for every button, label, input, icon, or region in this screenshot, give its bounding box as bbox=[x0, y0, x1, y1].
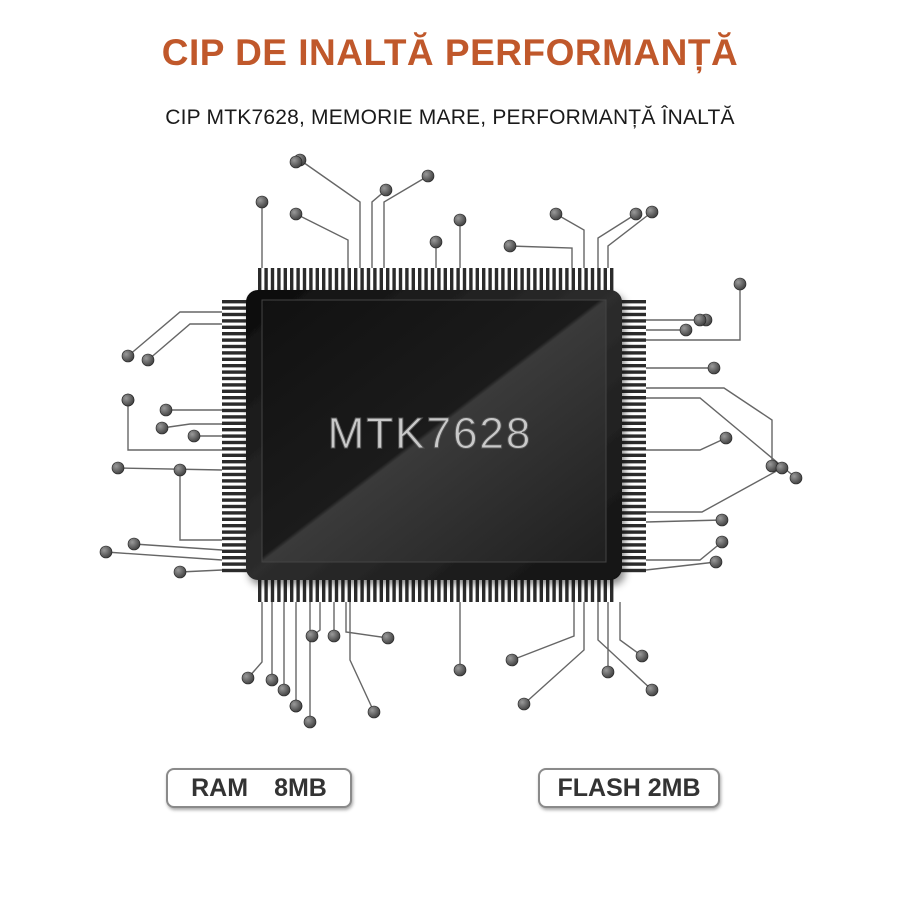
circuit-node bbox=[111, 461, 125, 475]
page-title: CIP DE INALTĂ PERFORMANȚĂ bbox=[161, 32, 739, 73]
circuit-node bbox=[99, 545, 113, 559]
circuit-node bbox=[141, 353, 155, 367]
circuit-node bbox=[629, 207, 643, 221]
circuit-node bbox=[173, 565, 187, 579]
circuit-node bbox=[241, 671, 255, 685]
chip-pins bbox=[222, 268, 646, 602]
circuit-node bbox=[517, 697, 531, 711]
flash-badge: FLASH 2MB bbox=[538, 768, 720, 808]
circuit-node bbox=[265, 673, 279, 687]
circuit-node bbox=[289, 155, 303, 169]
flash-label: FLASH 2MB bbox=[557, 773, 701, 802]
circuit-node bbox=[367, 705, 381, 719]
circuit-node bbox=[429, 235, 443, 249]
circuit-node bbox=[305, 629, 319, 643]
circuit-node bbox=[719, 431, 733, 445]
circuit-node bbox=[421, 169, 435, 183]
ram-label: RAM bbox=[191, 773, 249, 802]
circuit-node bbox=[775, 461, 789, 475]
ram-value: 8MB bbox=[274, 773, 327, 802]
circuit-traces bbox=[105, 159, 797, 722]
circuit-node bbox=[121, 349, 135, 363]
circuit-node bbox=[327, 629, 341, 643]
circuit-node bbox=[121, 393, 135, 407]
circuit-node bbox=[381, 631, 395, 645]
circuit-node bbox=[707, 361, 721, 375]
chip-die bbox=[261, 299, 607, 563]
circuit-node bbox=[155, 421, 169, 435]
circuit-node bbox=[549, 207, 563, 221]
circuit-node bbox=[503, 239, 517, 253]
circuit-node bbox=[127, 537, 141, 551]
circuit-node bbox=[645, 205, 659, 219]
circuit-node bbox=[277, 683, 291, 697]
page-subtitle: CIP MTK7628, MEMORIE MARE, PERFORMANȚĂ Î… bbox=[165, 106, 735, 129]
circuit-node bbox=[715, 535, 729, 549]
circuit-node bbox=[379, 183, 393, 197]
circuit-node bbox=[159, 403, 173, 417]
circuit-node bbox=[679, 323, 693, 337]
circuit-node bbox=[505, 653, 519, 667]
circuit-node bbox=[715, 513, 729, 527]
circuit-node bbox=[453, 213, 467, 227]
circuit-node bbox=[789, 471, 803, 485]
circuit-node bbox=[289, 207, 303, 221]
circuit-node bbox=[453, 663, 467, 677]
circuit-node bbox=[289, 699, 303, 713]
circuit-node bbox=[645, 683, 659, 697]
circuit-node bbox=[187, 429, 201, 443]
circuit-node bbox=[709, 555, 723, 569]
circuit-nodes bbox=[99, 153, 803, 729]
circuit-node bbox=[635, 649, 649, 663]
circuit-node bbox=[601, 665, 615, 679]
circuit-node bbox=[733, 277, 747, 291]
circuit-node bbox=[173, 463, 187, 477]
circuit-node bbox=[303, 715, 317, 729]
ram-badge: RAM 8MB bbox=[166, 768, 352, 808]
circuit-node bbox=[255, 195, 269, 209]
chip-label: MTK7628 bbox=[328, 409, 533, 458]
circuit-node bbox=[693, 313, 707, 327]
